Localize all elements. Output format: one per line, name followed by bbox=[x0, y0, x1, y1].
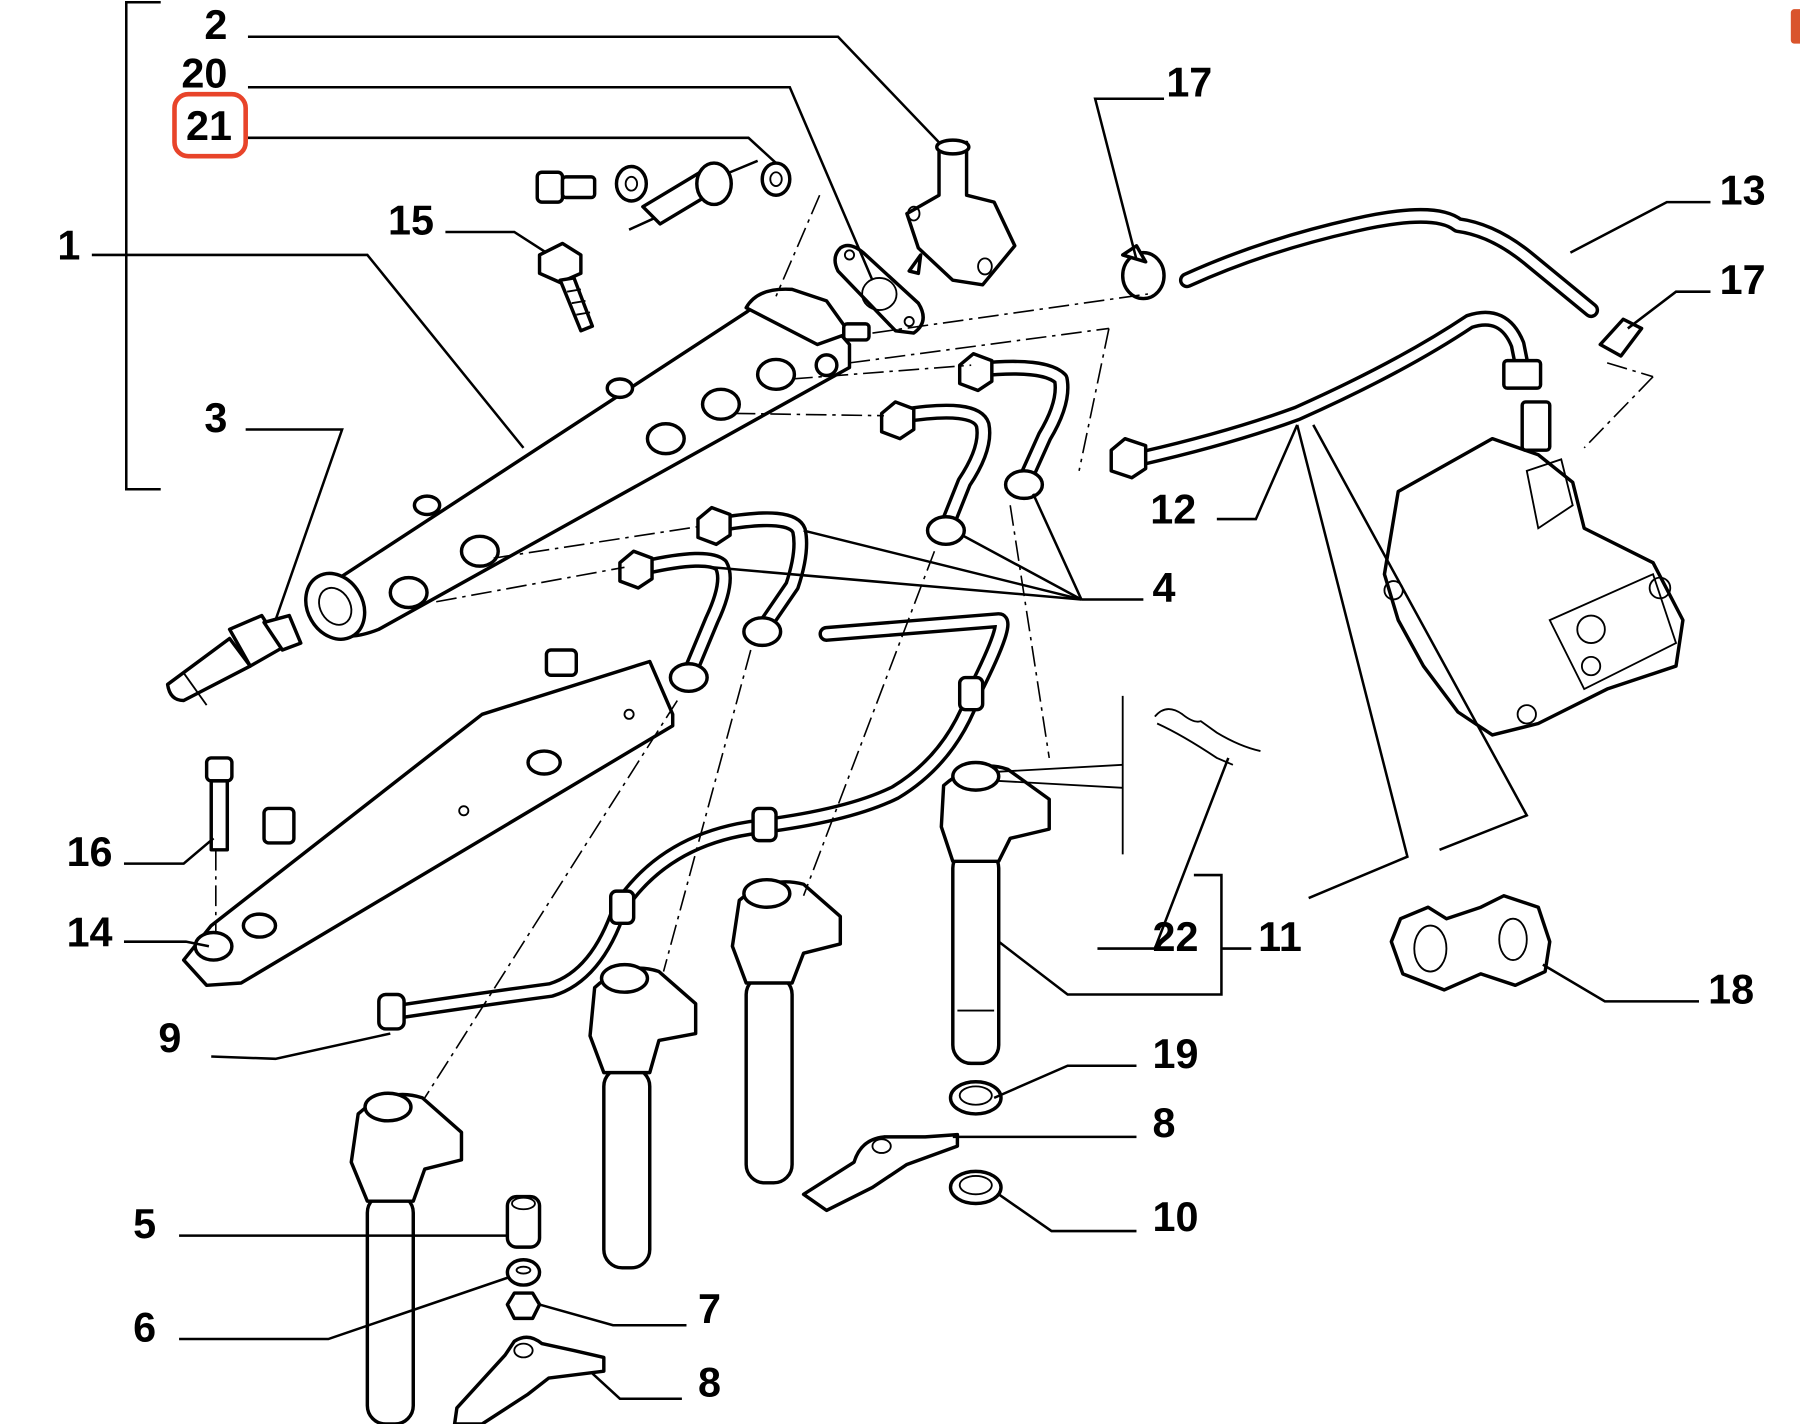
fuel-return-hose[interactable] bbox=[1178, 207, 1600, 319]
rail-pressure-sensor[interactable] bbox=[165, 613, 303, 706]
rail-bracket[interactable] bbox=[181, 648, 675, 988]
injector[interactable] bbox=[730, 877, 843, 1185]
callout-14[interactable]: 14 bbox=[67, 909, 113, 955]
injector[interactable] bbox=[939, 760, 1051, 1066]
seal-ring[interactable] bbox=[948, 1169, 1003, 1206]
fuel-rail[interactable] bbox=[294, 287, 871, 650]
callout-18[interactable]: 18 bbox=[1708, 967, 1754, 1013]
callout-2[interactable]: 2 bbox=[204, 2, 227, 48]
callout-6[interactable]: 6 bbox=[133, 1304, 156, 1350]
nut[interactable] bbox=[505, 1291, 542, 1321]
callout-17a[interactable]: 17 bbox=[1166, 59, 1212, 105]
copper-washer[interactable] bbox=[948, 1080, 1003, 1116]
corner-mark bbox=[1790, 9, 1800, 44]
injector[interactable] bbox=[588, 962, 698, 1270]
pressure-regulator-valve[interactable] bbox=[905, 138, 1017, 287]
injector-clamp[interactable] bbox=[452, 1335, 606, 1424]
injector[interactable] bbox=[349, 1091, 464, 1424]
callout-15[interactable]: 15 bbox=[388, 197, 434, 243]
retaining-clip[interactable] bbox=[1154, 708, 1261, 766]
assembly-lines bbox=[215, 194, 1654, 1099]
callout-9[interactable]: 9 bbox=[158, 1015, 181, 1061]
callout-3[interactable]: 3 bbox=[204, 395, 227, 441]
callout-4[interactable]: 4 bbox=[1153, 565, 1176, 611]
callout-11[interactable]: 11 bbox=[1258, 914, 1302, 960]
leak-off-line[interactable] bbox=[377, 612, 1010, 1031]
callout-19[interactable]: 19 bbox=[1153, 1031, 1199, 1077]
callout-8a[interactable]: 8 bbox=[1153, 1100, 1176, 1146]
pump-to-rail-pipe[interactable] bbox=[1109, 310, 1543, 480]
hose-clip[interactable] bbox=[1120, 244, 1166, 301]
injector-clamp[interactable] bbox=[801, 1132, 960, 1213]
callout-21[interactable]: 21 bbox=[186, 103, 232, 149]
hose-clip[interactable] bbox=[1598, 317, 1644, 358]
callout-12[interactable]: 12 bbox=[1150, 487, 1196, 533]
callout-1[interactable]: 1 bbox=[57, 223, 80, 269]
pipe-holder-clip[interactable] bbox=[1389, 894, 1552, 992]
callout-20[interactable]: 20 bbox=[181, 50, 227, 96]
leader-lines bbox=[91, 35, 1711, 1400]
high-pressure-pump[interactable] bbox=[1382, 400, 1685, 737]
highlight-box bbox=[172, 91, 248, 159]
banjo-union-kit[interactable] bbox=[535, 159, 792, 231]
callout-7[interactable]: 7 bbox=[698, 1286, 721, 1332]
clip-bracket-line bbox=[998, 779, 1123, 789]
washer[interactable] bbox=[505, 1258, 542, 1287]
valve-gasket[interactable] bbox=[833, 243, 925, 335]
stud-spacer[interactable] bbox=[505, 1194, 542, 1249]
clip-bracket-line bbox=[998, 763, 1123, 773]
callout-5[interactable]: 5 bbox=[133, 1201, 156, 1247]
callout-17b[interactable]: 17 bbox=[1720, 257, 1766, 303]
group-bracket bbox=[125, 1, 161, 491]
rail-bolt[interactable] bbox=[537, 241, 595, 333]
callout-10[interactable]: 10 bbox=[1153, 1194, 1199, 1240]
injector-pipes[interactable] bbox=[618, 351, 1070, 694]
bracket-bolt[interactable] bbox=[204, 756, 234, 852]
callout-22[interactable]: 22 bbox=[1153, 914, 1199, 960]
callout-16[interactable]: 16 bbox=[67, 829, 113, 875]
callout-8b[interactable]: 8 bbox=[698, 1359, 721, 1405]
callout-13[interactable]: 13 bbox=[1720, 167, 1766, 213]
